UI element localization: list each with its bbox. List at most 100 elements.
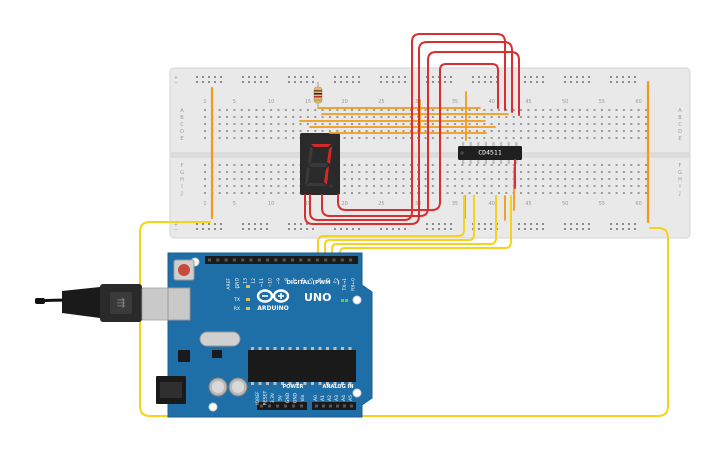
breadboard-hole[interactable]: [453, 171, 456, 173]
breadboard-hole[interactable]: [248, 185, 251, 187]
breadboard-hole[interactable]: [358, 192, 361, 194]
breadboard-hole[interactable]: [262, 192, 265, 194]
breadboard-hole[interactable]: [270, 171, 273, 173]
breadboard-hole[interactable]: [453, 192, 456, 194]
breadboard-hole[interactable]: [248, 76, 250, 78]
breadboard-hole[interactable]: [358, 137, 361, 139]
breadboard-hole[interactable]: [512, 137, 515, 139]
header-pin[interactable]: [291, 258, 294, 262]
breadboard-hole[interactable]: [645, 164, 647, 166]
breadboard-hole[interactable]: [468, 178, 471, 180]
breadboard-hole[interactable]: [468, 171, 471, 173]
breadboard-hole[interactable]: [542, 228, 544, 230]
breadboard-hole[interactable]: [542, 223, 544, 225]
breadboard-hole[interactable]: [358, 178, 361, 180]
breadboard-hole[interactable]: [588, 228, 590, 230]
breadboard-hole[interactable]: [600, 137, 603, 139]
breadboard-hole[interactable]: [431, 164, 434, 166]
breadboard-hole[interactable]: [277, 192, 280, 194]
breadboard-hole[interactable]: [534, 123, 537, 125]
breadboard-hole[interactable]: [637, 123, 640, 125]
breadboard-hole[interactable]: [218, 130, 221, 132]
breadboard-hole[interactable]: [530, 228, 532, 230]
breadboard-hole[interactable]: [365, 116, 368, 118]
breadboard-hole[interactable]: [520, 178, 523, 180]
breadboard-hole[interactable]: [314, 116, 317, 118]
wire[interactable]: [321, 51, 520, 217]
breadboard-hole[interactable]: [582, 223, 584, 225]
breadboard-hole[interactable]: [571, 178, 574, 180]
breadboard-hole[interactable]: [490, 192, 493, 194]
breadboard-hole[interactable]: [242, 81, 244, 83]
breadboard-hole[interactable]: [461, 137, 464, 139]
header-pin[interactable]: [276, 404, 279, 408]
breadboard-hole[interactable]: [490, 76, 492, 78]
breadboard-hole[interactable]: [490, 223, 492, 225]
breadboard-hole[interactable]: [266, 223, 268, 225]
breadboard-hole[interactable]: [240, 192, 243, 194]
breadboard-hole[interactable]: [284, 123, 287, 125]
breadboard-hole[interactable]: [534, 109, 537, 111]
breadboard-hole[interactable]: [505, 171, 508, 173]
breadboard-hole[interactable]: [600, 185, 603, 187]
breadboard-hole[interactable]: [645, 109, 647, 111]
breadboard-hole[interactable]: [409, 137, 412, 139]
breadboard-hole[interactable]: [446, 137, 449, 139]
breadboard-hole[interactable]: [226, 185, 229, 187]
breadboard-hole[interactable]: [505, 164, 508, 166]
breadboard-hole[interactable]: [226, 171, 229, 173]
breadboard-hole[interactable]: [204, 192, 206, 194]
breadboard-hole[interactable]: [446, 109, 449, 111]
reset-button[interactable]: [178, 264, 190, 276]
breadboard-hole[interactable]: [299, 130, 302, 132]
breadboard-hole[interactable]: [622, 130, 625, 132]
breadboard-hole[interactable]: [622, 137, 625, 139]
breadboard-hole[interactable]: [475, 178, 478, 180]
breadboard-hole[interactable]: [564, 228, 566, 230]
breadboard-hole[interactable]: [262, 130, 265, 132]
breadboard-hole[interactable]: [336, 109, 339, 111]
breadboard-hole[interactable]: [431, 123, 434, 125]
header-pin[interactable]: [315, 404, 318, 408]
breadboard-hole[interactable]: [615, 171, 618, 173]
breadboard-hole[interactable]: [450, 228, 452, 230]
breadboard-hole[interactable]: [204, 116, 206, 118]
breadboard-hole[interactable]: [409, 171, 412, 173]
breadboard-hole[interactable]: [571, 171, 574, 173]
breadboard-hole[interactable]: [622, 178, 625, 180]
breadboard-hole[interactable]: [582, 76, 584, 78]
breadboard-hole[interactable]: [373, 109, 376, 111]
breadboard-hole[interactable]: [520, 185, 523, 187]
breadboard-hole[interactable]: [409, 123, 412, 125]
breadboard-hole[interactable]: [208, 76, 210, 78]
breadboard-hole[interactable]: [615, 116, 618, 118]
breadboard-hole[interactable]: [630, 109, 633, 111]
breadboard-hole[interactable]: [490, 81, 492, 83]
breadboard-hole[interactable]: [444, 228, 446, 230]
breadboard-hole[interactable]: [600, 164, 603, 166]
breadboard-hole[interactable]: [402, 123, 405, 125]
breadboard-hole[interactable]: [556, 185, 559, 187]
breadboard-hole[interactable]: [578, 116, 581, 118]
breadboard-hole[interactable]: [402, 116, 405, 118]
breadboard-hole[interactable]: [534, 178, 537, 180]
breadboard-hole[interactable]: [478, 223, 480, 225]
breadboard-hole[interactable]: [202, 223, 204, 225]
breadboard-hole[interactable]: [196, 76, 198, 78]
breadboard-hole[interactable]: [340, 76, 342, 78]
breadboard-hole[interactable]: [637, 109, 640, 111]
breadboard-hole[interactable]: [373, 123, 376, 125]
breadboard-hole[interactable]: [387, 109, 390, 111]
breadboard-hole[interactable]: [542, 171, 545, 173]
breadboard-hole[interactable]: [260, 223, 262, 225]
breadboard-hole[interactable]: [610, 81, 612, 83]
breadboard-hole[interactable]: [240, 123, 243, 125]
breadboard-hole[interactable]: [248, 164, 251, 166]
breadboard-hole[interactable]: [380, 137, 383, 139]
breadboard-hole[interactable]: [255, 116, 258, 118]
breadboard-hole[interactable]: [292, 137, 295, 139]
breadboard-hole[interactable]: [608, 192, 611, 194]
breadboard-hole[interactable]: [549, 137, 552, 139]
breadboard-hole[interactable]: [321, 116, 324, 118]
breadboard-hole[interactable]: [615, 164, 618, 166]
